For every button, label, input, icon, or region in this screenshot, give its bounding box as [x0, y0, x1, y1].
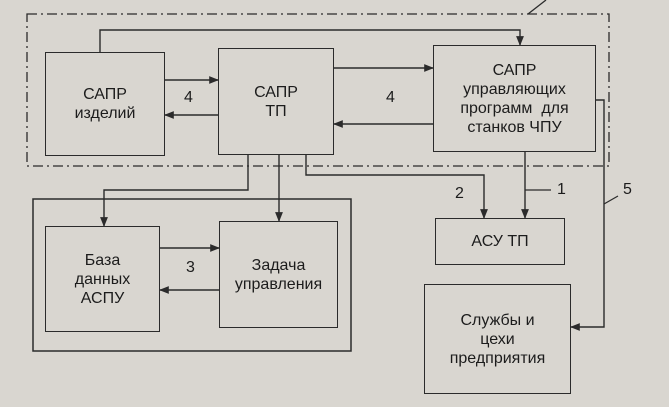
label-products-tp: 4 — [184, 89, 193, 106]
block-cad-cnc: САПР управляющих программ для станков ЧП… — [433, 45, 596, 152]
label-database-task: 3 — [186, 259, 195, 276]
block-cad-tp: САПР ТП — [218, 48, 334, 155]
block-cad-tp-line-2: ТП — [265, 102, 287, 120]
tick-label-5 — [603, 195, 619, 205]
block-cad-products-line-1: САПР — [83, 86, 127, 103]
block-control-task: Задача управления — [219, 221, 338, 328]
block-asu-tp: АСУ ТП — [435, 218, 565, 265]
block-asu-tp-line-1: АСУ ТП — [471, 233, 529, 250]
label-tp-asu: 2 — [455, 185, 464, 202]
block-services-line-3: предприятия — [449, 349, 546, 367]
label-tp-cnc: 4 — [386, 89, 395, 106]
block-cad-cnc-line-1: САПР — [492, 61, 537, 79]
label-cnc-asu: 1 — [557, 181, 566, 198]
block-database-line-1: База — [84, 251, 121, 269]
block-services-line-1: Службы и — [460, 311, 535, 329]
block-database: База данных АСПУ — [45, 226, 160, 332]
frame-leader-line — [527, 0, 547, 15]
cad-group-frame — [26, 13, 610, 167]
block-database-line-3: АСПУ — [80, 289, 125, 307]
label-cnc-services: 5 — [623, 181, 632, 198]
arrow-cnc-to-services — [570, 99, 605, 331]
management-group-frame — [32, 198, 352, 352]
block-cad-cnc-line-2: управляющих — [463, 80, 566, 98]
block-services-line-2: цехи — [480, 330, 515, 348]
arrow-products-to-cnc — [99, 29, 524, 52]
arrow-tp-to-database — [100, 155, 249, 227]
block-cad-cnc-line-3: программ для — [460, 99, 569, 117]
block-cad-cnc-line-4: станков ЧПУ — [467, 118, 562, 136]
block-database-line-2: данных — [74, 270, 131, 288]
block-cad-tp-line-1: САПР — [254, 83, 298, 101]
arrow-tp-to-asu — [305, 155, 488, 219]
block-control-task-line-2: управления — [234, 275, 323, 293]
block-cad-products-line-2: изделий — [74, 105, 136, 122]
block-cad-products: САПР изделий — [45, 52, 165, 156]
block-control-task-line-1: Задача — [251, 256, 306, 274]
block-services: Службы и цехи предприятия — [424, 284, 571, 394]
